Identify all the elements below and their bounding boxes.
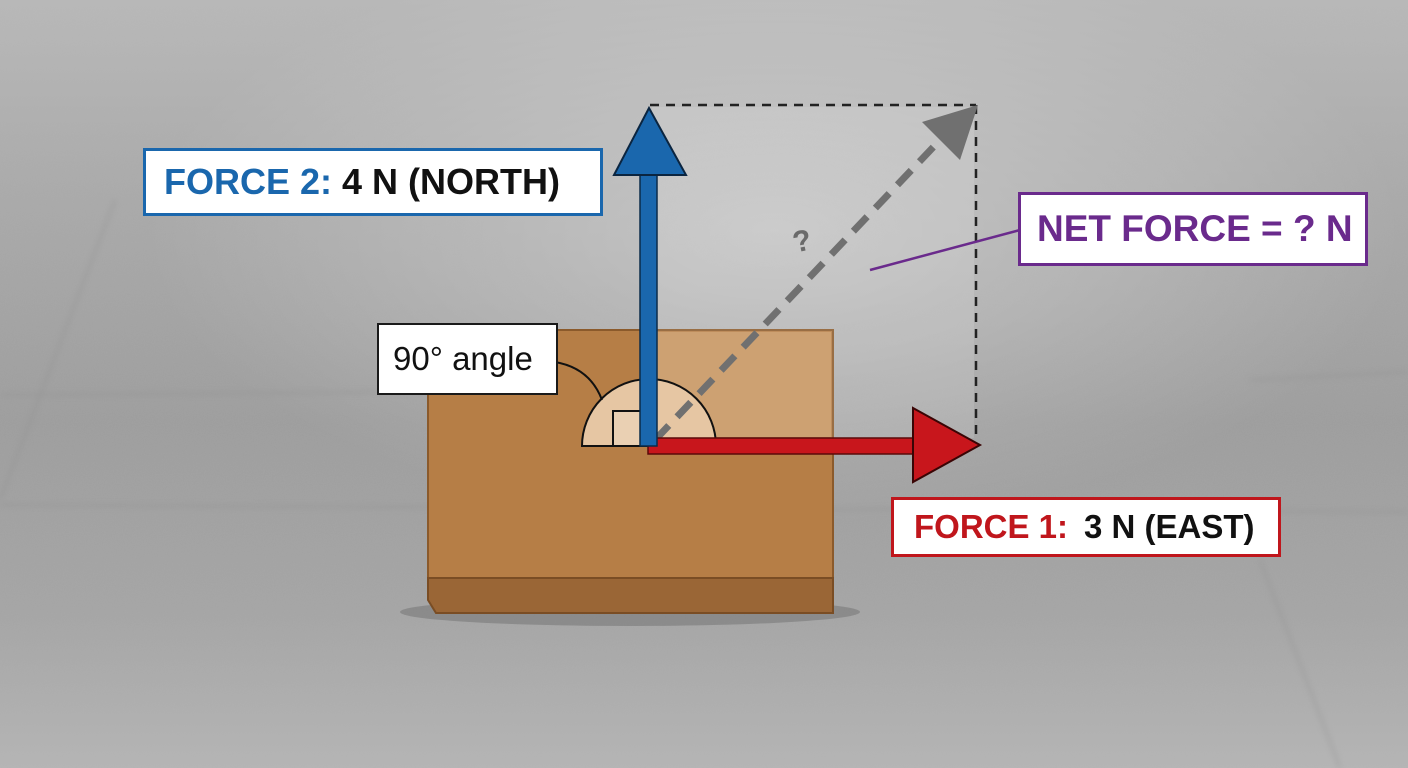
net-force-label: NET FORCE = ? N [1018, 192, 1368, 266]
resultant-arrow [652, 105, 978, 443]
force1-arrow [647, 406, 983, 484]
angle-leader-line [554, 361, 603, 401]
vector-completion-rectangle [650, 103, 978, 440]
net-force-text: NET FORCE = ? N [1037, 208, 1353, 249]
force2-value: 4 N (NORTH) [342, 161, 561, 202]
angle-label: 90° angle [377, 323, 558, 395]
force2-arrow [612, 105, 688, 447]
force1-value: 3 N (EAST) [1084, 508, 1255, 545]
force1-label: FORCE 1: 3 N (EAST) [891, 497, 1281, 557]
angle-text: 90° angle [393, 340, 533, 377]
force1-name: FORCE 1: [914, 508, 1069, 545]
force2-label: FORCE 2: 4 N (NORTH) [143, 148, 603, 216]
net-force-leader-line [869, 228, 1021, 272]
force2-name: FORCE 2: [164, 161, 333, 202]
